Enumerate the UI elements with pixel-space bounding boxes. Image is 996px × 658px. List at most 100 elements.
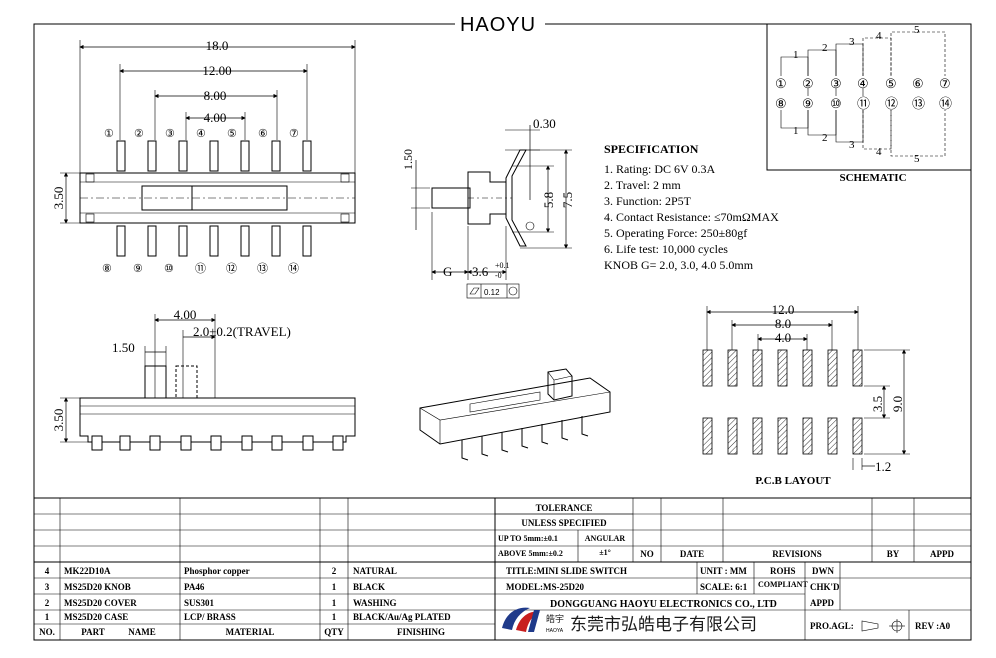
schem-bot-5: 5 <box>914 153 920 165</box>
schem-pin-2: ② <box>802 76 814 91</box>
tb-dwn: DWN <box>812 566 834 576</box>
bom-row-1-finishing: NATURAL <box>353 566 397 576</box>
schem-pin-8: ⑧ <box>775 96 787 111</box>
bom-row-3-qty: 1 <box>332 598 337 608</box>
bom-row-3-no: 2 <box>45 598 50 608</box>
bom-row-1-material: Phosphor copper <box>184 566 250 576</box>
dim-030: 0.30 <box>533 116 556 131</box>
tb-angular-val: ±1° <box>599 548 611 557</box>
dim-58: 5.8 <box>541 192 556 208</box>
tb-rev: REV :A0 <box>915 621 951 631</box>
bom-row-4-material: LCP/ BRASS <box>184 612 236 622</box>
spec-title: SPECIFICATION <box>604 142 699 156</box>
pcb-dim-12: 12.0 <box>772 302 795 317</box>
schem-top-3: 3 <box>849 36 855 48</box>
pin-label-3: ③ <box>165 128 175 140</box>
pin-label-6: ⑥ <box>258 128 268 140</box>
pcb-dim-12b: 1.2 <box>875 459 891 474</box>
spec-item-5: 5. Operating Force: 250±80gf <box>604 226 747 240</box>
pin-label-10: ⑩ <box>164 263 174 275</box>
dim-top-height: 3.50 <box>51 187 66 210</box>
bom-header-finishing: FINISHING <box>397 627 445 637</box>
schem-pin-5: ⑤ <box>885 76 897 91</box>
tb-scale: SCALE: 6:1 <box>700 582 748 592</box>
pin-label-12: ⑫ <box>226 262 237 275</box>
tb-unless: UNLESS SPECIFIED <box>521 518 607 528</box>
schem-pin-10: ⑩ <box>830 96 842 111</box>
dim-36-tol-minus: -0 <box>495 271 502 280</box>
spec-item-6: 6. Life test: 10,000 cycles <box>604 242 728 256</box>
dim-75: 7.5 <box>560 192 575 208</box>
bom-header-no: NO. <box>39 627 55 637</box>
bom-row-2-part: MS25D20 KNOB <box>64 582 131 592</box>
pcb-title: P.C.B LAYOUT <box>755 475 831 487</box>
side-view: 0.30 1.50 5.8 7.5 G 3.6 +0.1 -0 <box>401 116 575 299</box>
bom-row-1-part: MK22D10A <box>64 566 111 576</box>
dim-12: 12.00 <box>202 63 231 78</box>
tb-rohs: ROHS <box>770 566 796 576</box>
bom-header-part: PART <box>81 627 105 637</box>
tb-angular: ANGULAR <box>585 534 626 543</box>
company-logo: 皓宇 HAOYA <box>502 607 564 634</box>
top-view: 18.0 12.00 8.00 4.00 <box>51 38 356 275</box>
header-title: HAOYU <box>460 14 536 36</box>
bom-row-1-qty: 2 <box>332 566 337 576</box>
front-dim-travel: 2.0±0.2(TRAVEL) <box>193 324 291 339</box>
schematic: 1 2 3 4 5 1 2 3 4 5 ① ② ③ ④ ⑤ ⑥ ⑦ ⑧ ⑨ ⑩ … <box>766 23 972 184</box>
spec-item-2: 2. Travel: 2 mm <box>604 178 681 192</box>
spec-item-4: 4. Contact Resistance: ≤70mΩMAX <box>604 210 779 224</box>
bom-row-2-finishing: BLACK <box>353 582 385 592</box>
schem-pin-13: ⑬ <box>912 96 925 111</box>
front-dim-4: 4.00 <box>174 307 197 322</box>
pin-label-7: ⑦ <box>289 128 299 140</box>
company-cn: 东莞市弘皓电子有限公司 <box>570 615 757 635</box>
tb-tolerance: TOLERANCE <box>536 503 593 513</box>
bom-header-name: NAME <box>128 627 156 637</box>
tb-compliant: COMPLIANT <box>758 580 808 589</box>
tb-date: DATE <box>680 549 704 559</box>
bom-row-2-qty: 1 <box>332 582 337 592</box>
bom-row-4-finishing: BLACK/Au/Ag PLATED <box>353 612 451 622</box>
schem-top-4: 4 <box>876 30 882 42</box>
pin-label-11: ⑪ <box>195 262 206 275</box>
tb-appd: APPD <box>930 549 954 559</box>
dim-36: 3.6 <box>472 264 489 279</box>
bom-row-3-material: SUS301 <box>184 598 215 608</box>
logo-cn: 皓宇 <box>546 613 564 625</box>
schem-pin-11: ⑪ <box>857 96 870 111</box>
bom-row-3-part: MS25D20 COVER <box>64 598 137 608</box>
tb-unit: UNIT : MM <box>700 566 747 576</box>
bom-row-4-qty: 1 <box>332 612 337 622</box>
projection-symbol <box>861 619 905 633</box>
bom-row-1-no: 4 <box>45 566 50 576</box>
sheet-border <box>33 23 972 641</box>
schem-pin-14: ⑭ <box>939 96 952 111</box>
pin-label-13: ⑬ <box>257 262 268 275</box>
schem-pin-4: ④ <box>857 76 869 91</box>
dim-4: 4.00 <box>204 110 227 125</box>
front-view: 4.00 2.0±0.2(TRAVEL) 1.50 3.50 <box>51 307 356 451</box>
schem-bot-2: 2 <box>822 132 828 144</box>
schem-pin-1: ① <box>775 76 787 91</box>
tb-title: TITLE:MINI SLIDE SWITCH <box>506 566 627 576</box>
pin-label-5: ⑤ <box>227 128 237 140</box>
schem-top-2: 2 <box>822 42 828 54</box>
pin-label-4: ④ <box>196 128 206 140</box>
pin-label-14: ⑭ <box>288 262 299 275</box>
schem-pin-7: ⑦ <box>939 76 951 91</box>
pin-label-1: ① <box>104 128 114 140</box>
schem-bot-1: 1 <box>793 125 799 137</box>
schem-pin-6: ⑥ <box>912 76 924 91</box>
schem-pin-9: ⑨ <box>802 96 814 111</box>
logo-en: HAOYA <box>546 628 564 634</box>
tb-above: ABOVE 5mm:±0.2 <box>498 549 563 558</box>
pcb-dim-9: 9.0 <box>890 396 905 412</box>
dim-8: 8.00 <box>204 88 227 103</box>
spec-item-7: KNOB G= 2.0, 3.0, 4.0 5.0mm <box>604 258 754 272</box>
tb-proagl: PRO.AGL: <box>810 621 854 631</box>
bom-row-4-no: 1 <box>45 612 50 622</box>
spec-item-1: 1. Rating: DC 6V 0.3A <box>604 162 715 176</box>
schem-top-1: 1 <box>793 49 799 61</box>
tb-chkd: CHK'D <box>810 582 840 592</box>
